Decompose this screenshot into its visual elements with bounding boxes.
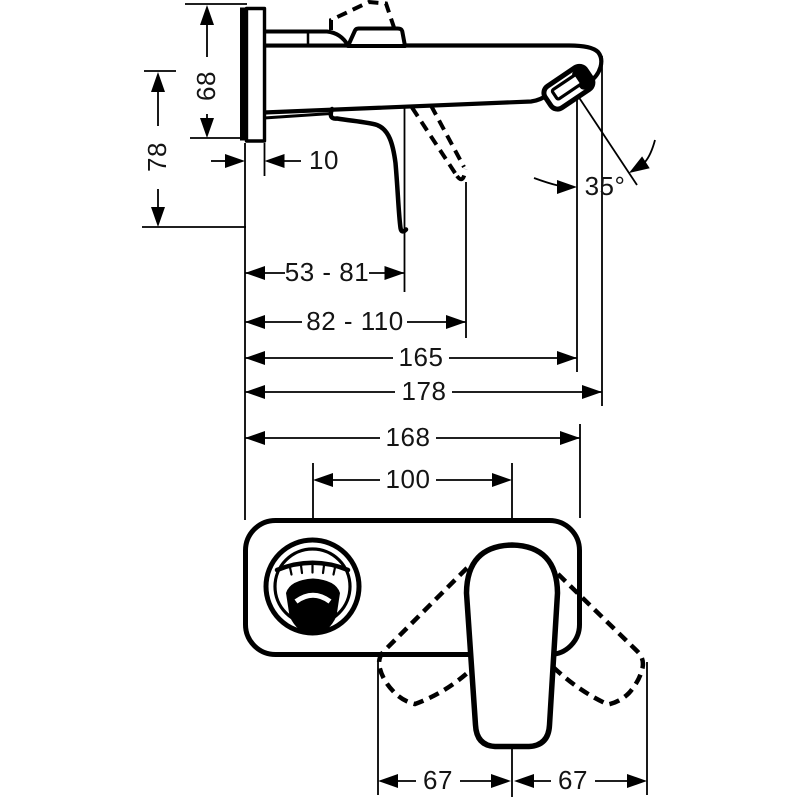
handle-front: [463, 542, 561, 750]
outlet-top-band: [274, 560, 351, 573]
dimension-handle-swing-range: 82 - 110: [245, 306, 466, 336]
dim-label-swing-left: 67: [423, 765, 453, 795]
aerator-slot: [550, 73, 583, 101]
dim-label-plate-depth: 10: [309, 145, 339, 175]
spout-outlet-front: [263, 537, 362, 636]
lever-open-dashed: [329, 0, 396, 30]
side-view: [240, 0, 604, 234]
outlet-tick-marks: [288, 563, 337, 576]
dimension-drop-height: 78: [142, 72, 172, 227]
handle-swing-left-dashed: [376, 566, 477, 707]
dimension-outlet-projection: 165: [245, 342, 577, 372]
handle-side-profile: [328, 106, 409, 234]
dim-label-outlet-projection: 165: [399, 342, 444, 372]
dimension-swing-left: 67: [378, 765, 511, 795]
wall-plate-side: [244, 6, 267, 143]
handle-side-dashed: [410, 104, 468, 182]
dimension-handle-range: 53 - 81: [245, 257, 405, 287]
dimension-outlet-angle: 35°: [533, 95, 656, 201]
front-view: [243, 518, 646, 750]
dim-label-drop-height: 78: [142, 142, 172, 172]
dimension-overall-projection: 178: [245, 376, 602, 406]
dim-label-handle-swing-range: 82 - 110: [306, 306, 403, 336]
wall-seal-strip: [240, 7, 247, 141]
dimension-plate-depth: 10: [211, 145, 339, 175]
dimension-swing-right: 67: [514, 765, 647, 795]
dimension-plate-width: 168: [245, 422, 580, 452]
dim-label-handle-range: 53 - 81: [285, 257, 369, 287]
spout-underside-seam: [262, 112, 333, 120]
dim-label-swing-right: 67: [558, 765, 588, 795]
dimensions-side: 68 78 10 53 - 81: [142, 3, 656, 520]
dimensions-front: 168 100 67 67: [245, 422, 648, 797]
aerator-cap: [572, 67, 592, 90]
spout-profile: [261, 43, 604, 115]
aerator-front: [286, 578, 340, 635]
dim-label-overall-projection: 178: [402, 376, 447, 406]
dimension-centre-distance: 100: [313, 464, 512, 494]
dim-label-outlet-angle: 35°: [585, 171, 626, 201]
lever-closed: [346, 26, 407, 48]
aerator: [541, 63, 596, 112]
aerator-front-highlight: [294, 592, 332, 604]
dimension-plate-height: 68: [191, 5, 221, 138]
dim-label-plate-width: 168: [386, 422, 431, 452]
handle-swing-right-dashed: [549, 572, 646, 707]
dim-label-plate-height: 68: [191, 71, 221, 101]
dim-label-centre-distance: 100: [386, 464, 431, 494]
angle-leader-line: [577, 95, 638, 186]
cartridge-dome: [262, 29, 350, 48]
